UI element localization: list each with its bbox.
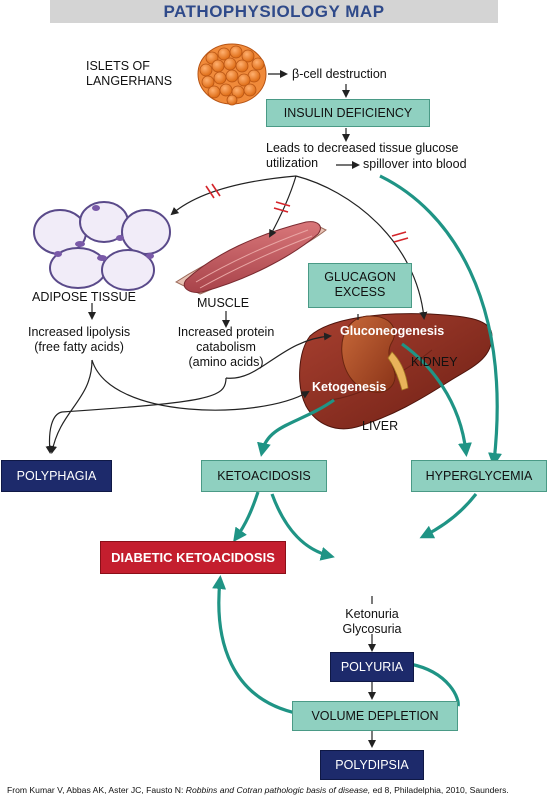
islets-label: ISLETS OF LANGERHANS xyxy=(86,59,172,89)
hyperglycemia-box: HYPERGLYCEMIA xyxy=(411,460,547,492)
protein-line1: Increased protein xyxy=(177,325,275,339)
credit-publisher: ed 8, Philadelphia, 2010, Saunders. xyxy=(370,785,509,795)
beta-cell-text: β-cell destruction xyxy=(292,67,387,81)
volume-depletion-box: VOLUME DEPLETION xyxy=(292,701,458,731)
blocked-markers xyxy=(205,183,409,243)
ketogenesis-label: Ketogenesis xyxy=(312,380,387,394)
islets-label-line2: LANGERHANS xyxy=(86,74,173,88)
kidney-illustration xyxy=(341,315,409,393)
lipolysis-line2: (free fatty acids) xyxy=(34,340,124,354)
source-credit: From Kumar V, Abbas AK, Aster JC, Fausto… xyxy=(7,785,509,795)
urine-findings: Ketonuria Glycosuria xyxy=(340,607,404,637)
glucagon-line2: EXCESS xyxy=(334,285,386,299)
islets-illustration xyxy=(197,43,267,106)
ketoacidosis-box: KETOACIDOSIS xyxy=(201,460,327,492)
polyuria-box: POLYURIA xyxy=(330,652,414,682)
insulin-deficiency-box: INSULIN DEFICIENCY xyxy=(266,99,430,127)
islets-label-line1: ISLETS OF xyxy=(86,59,150,73)
adipose-tissue-label: ADIPOSE TISSUE xyxy=(32,290,136,304)
muscle-illustration xyxy=(174,221,327,295)
glucose-text-line1: Leads to decreased tissue glucose xyxy=(266,141,459,155)
adipose-illustration xyxy=(33,201,171,291)
page-title: PATHOPHYSIOLOGY MAP xyxy=(50,0,498,23)
polyphagia-box: POLYPHAGIA xyxy=(1,460,112,492)
glucose-text-line2: utilization xyxy=(266,156,319,170)
kidney-label: KIDNEY xyxy=(411,355,458,369)
glucose-utilization-text: Leads to decreased tissue glucose utiliz… xyxy=(266,141,459,171)
lipolysis-text: Increased lipolysis (free fatty acids) xyxy=(28,325,130,355)
lipolysis-line1: Increased lipolysis xyxy=(28,325,131,339)
credit-authors: From Kumar V, Abbas AK, Aster JC, Fausto… xyxy=(7,785,186,795)
gluconeogenesis-label: Gluconeogenesis xyxy=(340,324,445,338)
glucagon-excess-box: GLUCAGON EXCESS xyxy=(308,263,412,308)
credit-book-title: Robbins and Cotran pathologic basis of d… xyxy=(185,785,371,795)
protein-line2: catabolism xyxy=(196,340,256,354)
spillover-text: spillover into blood xyxy=(363,157,467,171)
ketonuria-text: Ketonuria xyxy=(345,607,399,621)
protein-catabolism-text: Increased protein catabolism (amino acid… xyxy=(170,325,282,370)
glycosuria-text: Glycosuria xyxy=(342,622,402,636)
polydipsia-box: POLYDIPSIA xyxy=(320,750,424,780)
diabetic-ketoacidosis-box: DIABETIC KETOACIDOSIS xyxy=(100,541,286,574)
glucagon-line1: GLUCAGON xyxy=(324,270,396,284)
protein-line3: (amino acids) xyxy=(188,355,264,369)
liver-label: LIVER xyxy=(362,419,399,433)
muscle-label: MUSCLE xyxy=(197,296,250,310)
